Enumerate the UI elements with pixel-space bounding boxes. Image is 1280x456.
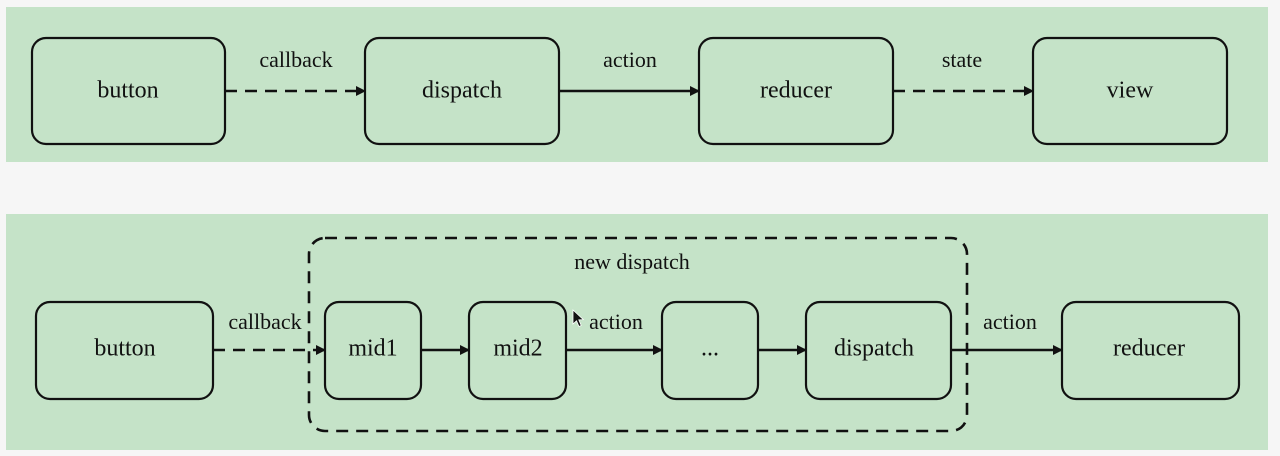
bottom-edge-action-1: action bbox=[566, 309, 663, 355]
top-node-view-label: view bbox=[1107, 78, 1154, 104]
top-node-dispatch-label: dispatch bbox=[422, 78, 502, 104]
bottom-node-reducer-label: reducer bbox=[1113, 336, 1185, 362]
bottom-edge-callback-label: callback bbox=[228, 309, 301, 334]
top-edge-action: action bbox=[559, 47, 700, 96]
bottom-node-button: button bbox=[34, 300, 215, 401]
bottom-node-ellipsis: ... bbox=[660, 300, 760, 401]
bottom-edge-action-2-label: action bbox=[983, 309, 1037, 334]
new-dispatch-group bbox=[307, 236, 969, 433]
top-edge-state-label: state bbox=[942, 47, 982, 72]
bottom-node-button-label: button bbox=[94, 336, 155, 362]
bottom-panel bbox=[6, 214, 1268, 450]
bottom-edge-callback: callback bbox=[213, 309, 326, 355]
bottom-node-mid2-label: mid2 bbox=[493, 336, 542, 362]
top-node-button-label: button bbox=[97, 78, 158, 104]
top-node-view: view bbox=[1031, 36, 1229, 146]
bottom-node-ellipsis-label: ... bbox=[701, 336, 719, 362]
bottom-edge-action-1-label: action bbox=[589, 309, 643, 334]
top-node-button: button bbox=[30, 36, 227, 146]
bottom-node-mid2: mid2 bbox=[467, 300, 568, 401]
top-edge-callback: callback bbox=[225, 47, 366, 96]
bottom-edge-action-2: action bbox=[951, 309, 1063, 355]
bottom-node-dispatch-label: dispatch bbox=[834, 336, 914, 362]
bottom-node-mid1: mid1 bbox=[323, 300, 423, 401]
mouse-cursor-icon bbox=[572, 309, 585, 328]
top-node-dispatch: dispatch bbox=[363, 36, 561, 146]
bottom-node-mid1-label: mid1 bbox=[348, 336, 397, 362]
bottom-node-dispatch: dispatch bbox=[804, 300, 953, 401]
top-node-reducer-label: reducer bbox=[760, 78, 832, 104]
bottom-node-reducer: reducer bbox=[1060, 300, 1241, 401]
new-dispatch-group-label: new dispatch bbox=[574, 249, 689, 274]
top-edge-callback-label: callback bbox=[259, 47, 332, 72]
top-node-reducer: reducer bbox=[697, 36, 895, 146]
top-edge-state: state bbox=[893, 47, 1034, 96]
top-edge-action-label: action bbox=[603, 47, 657, 72]
